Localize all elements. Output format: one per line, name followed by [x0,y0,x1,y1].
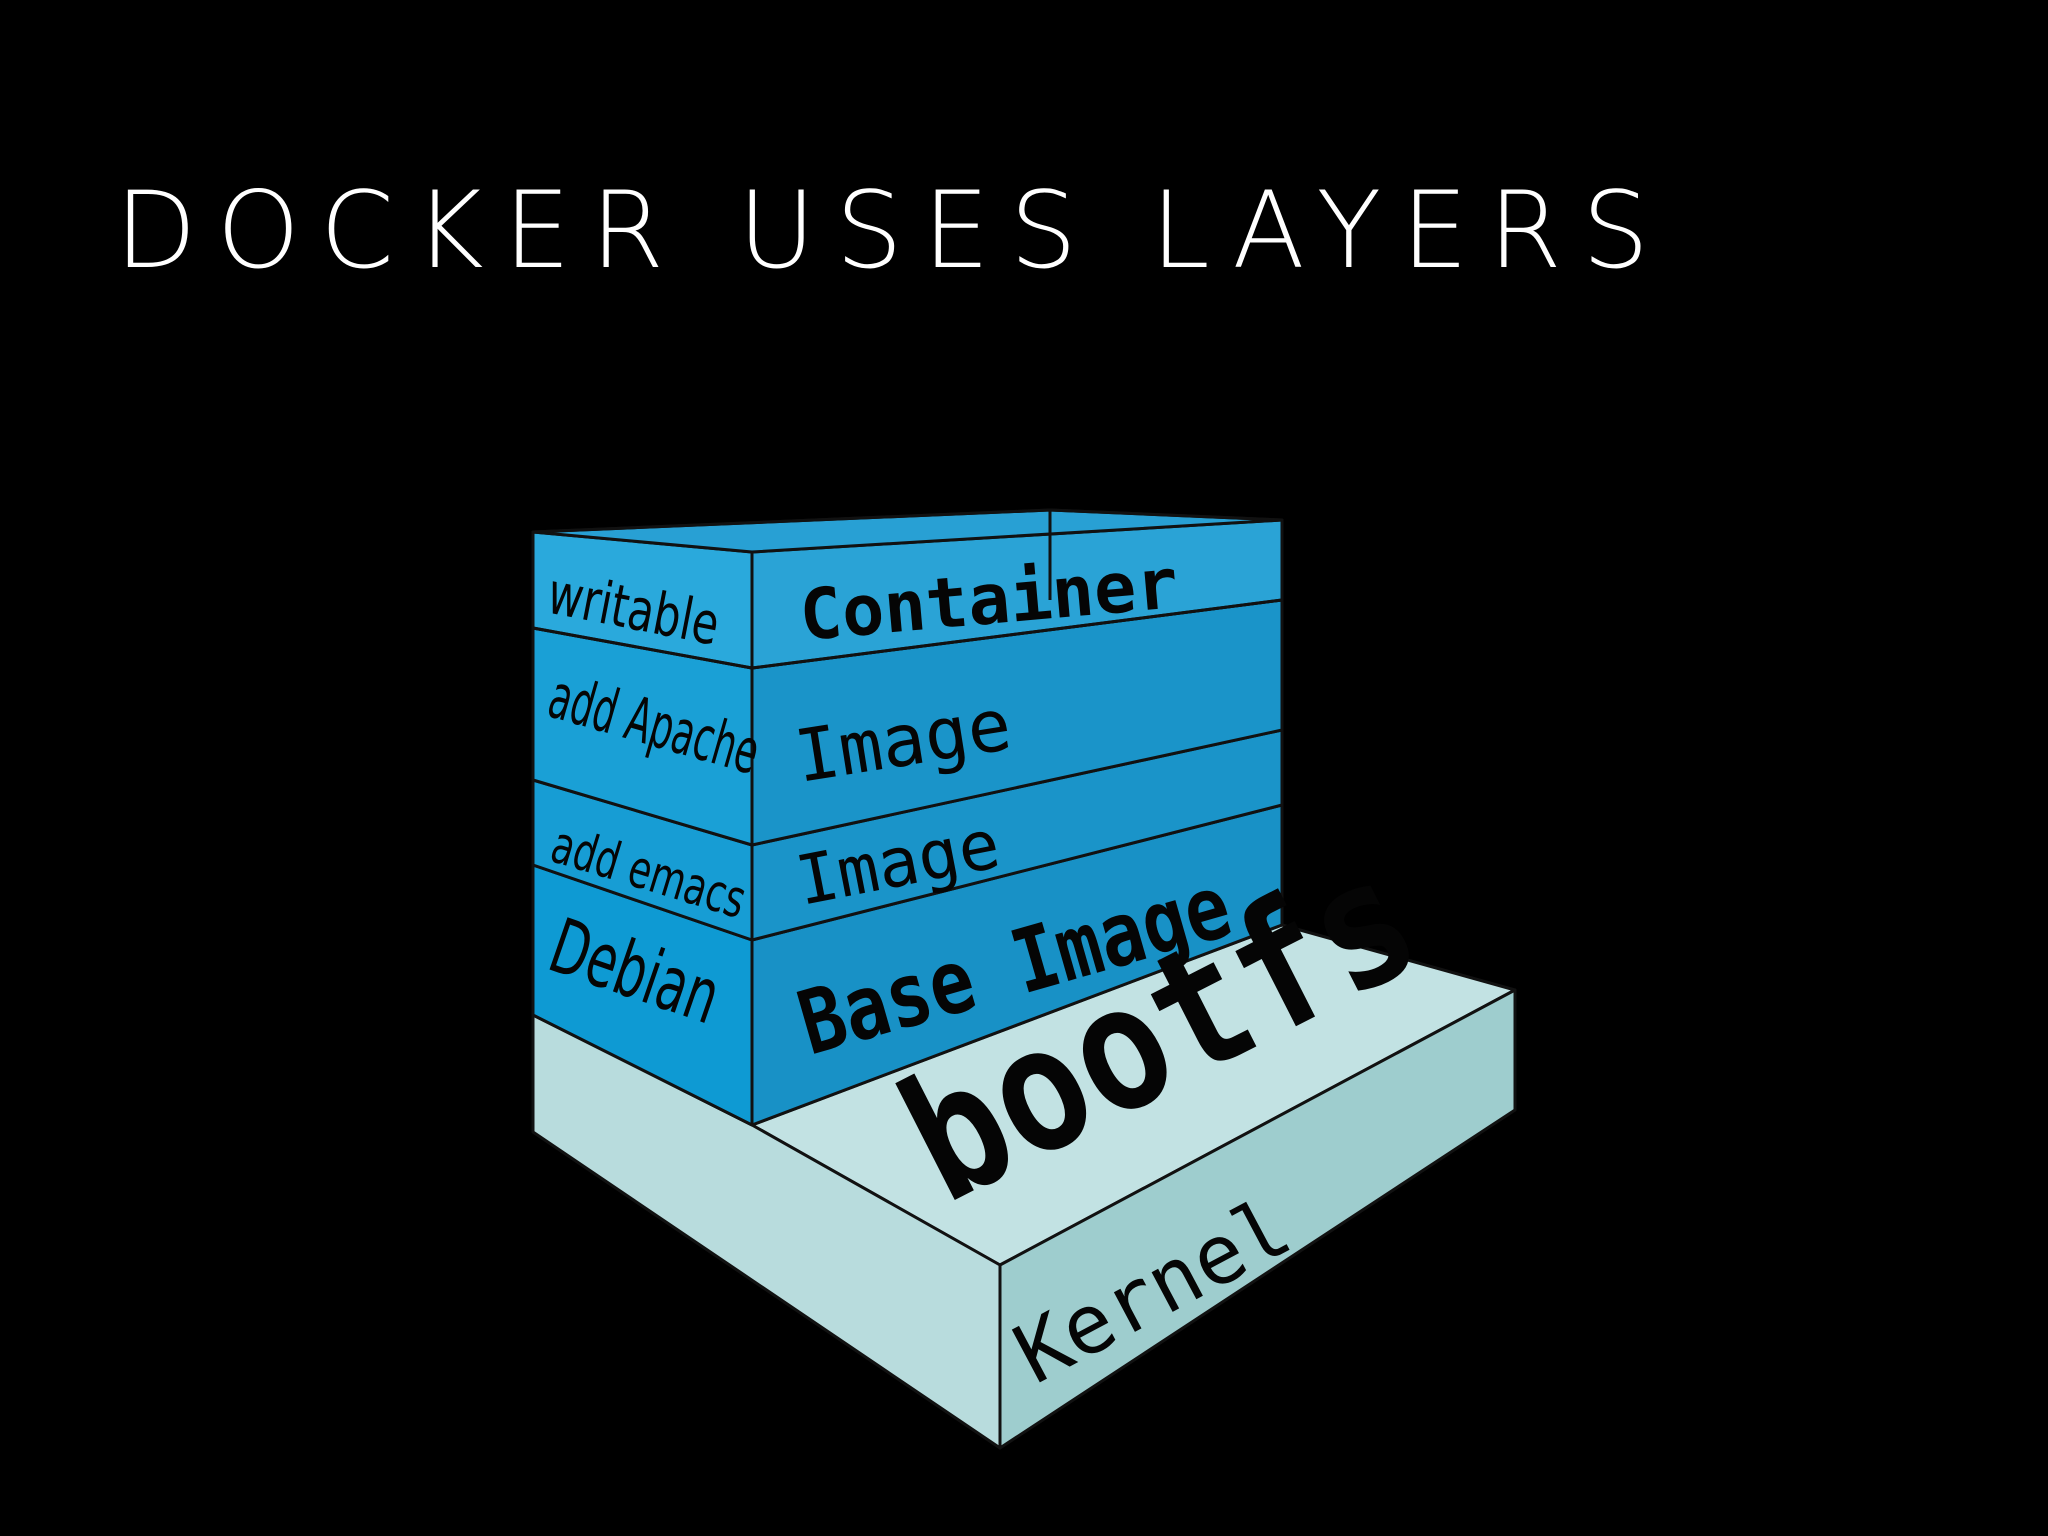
slide-title: DOCKER USES LAYERS [115,169,1670,292]
platform-right-face [998,988,1517,1450]
platform-block [531,923,1517,1450]
container-inner-line [532,598,1283,670]
layer-stack [531,508,1284,1127]
